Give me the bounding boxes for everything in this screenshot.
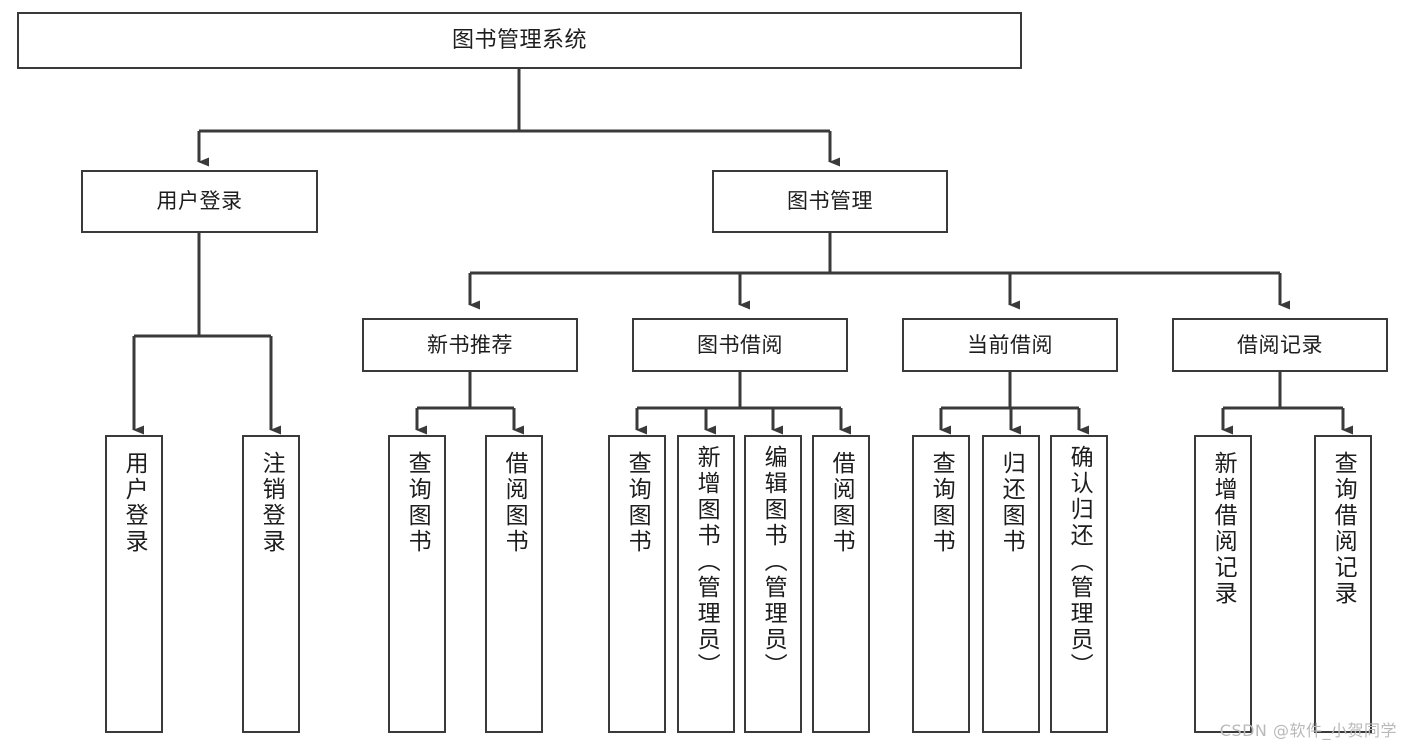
node-leaf-borrow-book-1-label: 借阅图书 [501, 451, 528, 555]
node-leaf-user-login-label: 用户登录 [121, 451, 148, 555]
node-leaf-edit-book-label: 编辑图书（管理员） [760, 445, 787, 679]
node-leaf-query-book-3[interactable]: 查询图书 [912, 435, 970, 733]
node-leaf-add-record[interactable]: 新增借阅记录 [1194, 435, 1252, 733]
node-leaf-borrow-book-2-label: 借阅图书 [828, 451, 855, 555]
node-leaf-query-book-2[interactable]: 查询图书 [608, 435, 666, 733]
node-new-book-rec-label: 新书推荐 [427, 332, 513, 357]
node-leaf-query-book-1-label: 查询图书 [404, 451, 431, 555]
node-user-login[interactable]: 用户登录 [81, 170, 318, 233]
node-leaf-query-book-2-label: 查询图书 [624, 451, 651, 555]
node-root-system[interactable]: 图书管理系统 [17, 12, 1022, 69]
node-leaf-logout-label: 注销登录 [258, 451, 285, 555]
node-leaf-confirm-return[interactable]: 确认归还（管理员） [1050, 435, 1108, 733]
node-current-borrow[interactable]: 当前借阅 [902, 318, 1118, 372]
node-borrow-record-label: 借阅记录 [1237, 332, 1323, 357]
node-leaf-confirm-return-label: 确认归还（管理员） [1066, 445, 1093, 679]
node-leaf-logout[interactable]: 注销登录 [242, 435, 300, 733]
node-leaf-query-record[interactable]: 查询借阅记录 [1314, 435, 1372, 733]
node-leaf-query-record-label: 查询借阅记录 [1330, 451, 1357, 607]
node-leaf-query-book-1[interactable]: 查询图书 [388, 435, 446, 733]
csdn-watermark: CSDN @软件_小贺同学 [1219, 721, 1397, 740]
node-leaf-user-login[interactable]: 用户登录 [105, 435, 163, 733]
node-borrow-record[interactable]: 借阅记录 [1172, 318, 1388, 372]
node-current-borrow-label: 当前借阅 [967, 332, 1053, 357]
node-leaf-add-book-label: 新增图书（管理员） [693, 445, 720, 679]
node-leaf-edit-book[interactable]: 编辑图书（管理员） [744, 435, 802, 733]
node-book-manage[interactable]: 图书管理 [712, 170, 948, 233]
node-book-manage-label: 图书管理 [787, 189, 873, 214]
node-new-book-rec[interactable]: 新书推荐 [362, 318, 578, 372]
node-user-login-label: 用户登录 [156, 189, 243, 214]
node-leaf-query-book-3-label: 查询图书 [928, 451, 955, 555]
node-leaf-return-book[interactable]: 归还图书 [982, 435, 1040, 733]
node-leaf-borrow-book-2[interactable]: 借阅图书 [812, 435, 870, 733]
node-leaf-borrow-book-1[interactable]: 借阅图书 [485, 435, 543, 733]
node-leaf-add-book[interactable]: 新增图书（管理员） [677, 435, 735, 733]
node-leaf-add-record-label: 新增借阅记录 [1210, 451, 1237, 607]
node-book-borrow-label: 图书借阅 [697, 332, 783, 357]
node-book-borrow[interactable]: 图书借阅 [632, 318, 848, 372]
node-root-system-label: 图书管理系统 [451, 27, 587, 53]
node-leaf-return-book-label: 归还图书 [998, 451, 1025, 555]
